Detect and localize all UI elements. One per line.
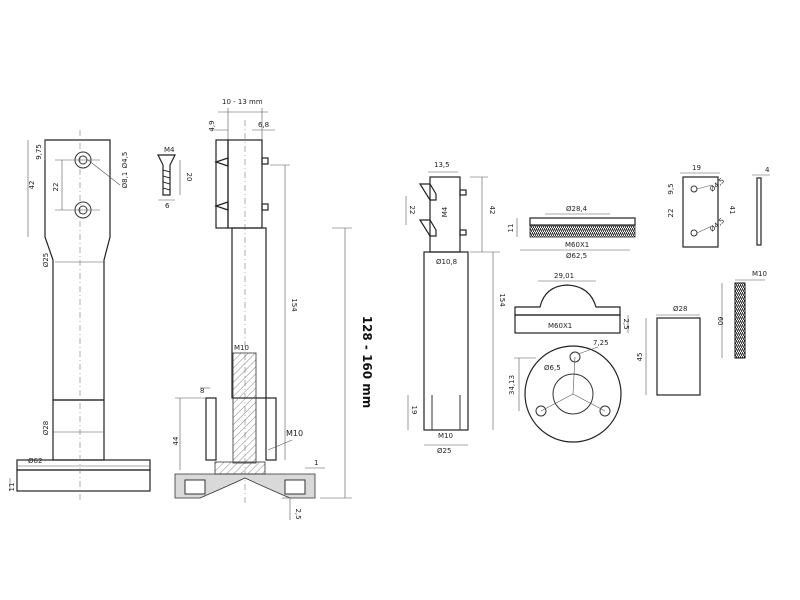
flange-thread: M60X1 (548, 322, 572, 330)
dim-diam-25: Ø25 (42, 253, 50, 267)
v3-thread: M4 (441, 206, 449, 217)
view-sleeve: Ø28 45 (636, 305, 701, 396)
v3-dim-10-8: Ø10,8 (436, 258, 457, 266)
view-plate: 19 9,5 Ø4,5 22 41 Ø4,5 4 (667, 164, 770, 248)
range-top: 10 - 13 mm (222, 98, 263, 106)
view-nut-side: Ø28,4 11 M60X1 Ø62,5 (507, 205, 636, 260)
dim-154: 154 (290, 298, 298, 312)
flange-dim-2-5: 2,5 (622, 318, 630, 329)
dim-diam-28: Ø28 (42, 421, 50, 435)
view-post-front: 9,75 42 22 Ø4,5 Ø8,1 Ø25 Ø28 Ø62 11 (8, 130, 151, 500)
dim-42: 42 (28, 181, 36, 190)
v3-dim-13-5: 13,5 (434, 161, 450, 169)
view-disc: 7,25 Ø6,5 34,13 (508, 339, 622, 443)
nut-dim-62-5: Ø62,5 (566, 252, 587, 260)
view-post-section: 10 - 13 mm 4,9 6,8 M10 154 44 8 M10 (172, 98, 374, 520)
plate-dim-4: 4 (765, 166, 770, 174)
rod-thread: M10 (752, 270, 767, 278)
dim-diam-62: Ø62 (28, 457, 42, 465)
view-screw: M4 20 6 (157, 146, 193, 210)
disc-dim-6-5: Ø6,5 (544, 364, 561, 372)
nut-thread: M60X1 (565, 241, 589, 249)
dim-4-9: 4,9 (208, 120, 216, 131)
v3-dim-22: 22 (408, 206, 416, 215)
dim-2-5: 2,5 (294, 508, 302, 519)
dim-11: 11 (8, 483, 16, 492)
rod-dim-60: 60 (716, 317, 724, 326)
view-post-side: 13,5 22 M4 42 Ø10,8 154 19 M10 Ø25 (405, 161, 506, 455)
plate-dim-22: 22 (667, 209, 675, 218)
dim-22: 22 (52, 183, 60, 192)
plate-dim-41: 41 (728, 206, 736, 215)
height-range: 128 - 160 mm (360, 316, 374, 409)
screw-thread: M4 (164, 146, 175, 154)
view-rod: M10 60 (716, 270, 767, 359)
dim-1: 1 (314, 459, 318, 467)
dim-hole-4-5: Ø4,5 (121, 152, 129, 169)
plate-dim-19: 19 (692, 164, 701, 172)
dim-8: 8 (200, 387, 204, 395)
v3-thread-bottom: M10 (438, 432, 453, 440)
nut-dim-28-4: Ø28,4 (566, 205, 588, 213)
plate-dim-hole-b: Ø4,5 (708, 217, 726, 234)
dim-6-8: 6,8 (258, 121, 269, 129)
dim-9-75: 9,75 (35, 144, 43, 160)
dim-hole-8-1: Ø8,1 (121, 172, 129, 189)
v3-dim-42: 42 (488, 206, 496, 215)
dim-44: 44 (172, 436, 180, 445)
v3-dim-19: 19 (410, 406, 418, 415)
thread-top: M10 (234, 344, 249, 352)
view-flange: 29,01 M60X1 2,5 (514, 272, 630, 334)
sleeve-dim-28: Ø28 (673, 305, 687, 313)
v3-dim-25: Ø25 (437, 447, 451, 455)
disc-dim-34-13: 34,13 (508, 375, 516, 395)
thread-bottom: M10 (286, 429, 303, 438)
sleeve-dim-45: 45 (636, 353, 644, 362)
v3-dim-154: 154 (498, 293, 506, 307)
screw-length: 20 (185, 173, 193, 182)
flange-dim-29-01: 29,01 (554, 272, 574, 280)
plate-dim-9-5: 9,5 (667, 183, 675, 194)
nut-dim-11: 11 (507, 224, 515, 233)
screw-head: 6 (165, 202, 170, 210)
disc-dim-7-25: 7,25 (593, 339, 609, 347)
